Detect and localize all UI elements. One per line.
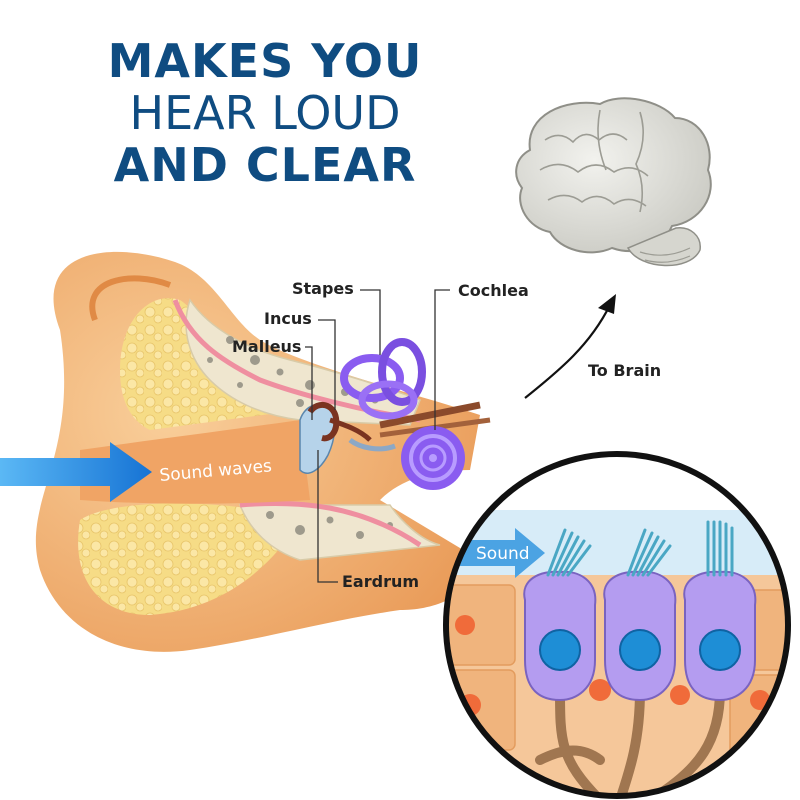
- hair-cell-magnifier: Sound: [443, 451, 791, 799]
- cochlea-illustration: [340, 338, 465, 490]
- brain-illustration: [515, 97, 712, 267]
- headline-line-2: HEAR LOUD: [129, 86, 401, 140]
- leader-lines: [305, 289, 450, 583]
- eardrum-label: Eardrum: [342, 572, 419, 591]
- headline-line-3: AND CLEAR: [113, 138, 417, 192]
- cochlea-label: Cochlea: [458, 281, 529, 300]
- stapes-label: Stapes: [292, 279, 354, 298]
- sound-label: Sound: [476, 544, 530, 564]
- incus-label: Incus: [264, 309, 312, 328]
- to-brain-arrow: [524, 304, 611, 399]
- headline-line-1: MAKES YOU: [107, 34, 423, 88]
- headline: MAKES YOU HEAR LOUD AND CLEAR: [40, 38, 490, 188]
- to-brain-label: To Brain: [588, 361, 661, 380]
- to-brain-arrowhead: [598, 294, 616, 314]
- outer-ear: [35, 251, 481, 652]
- sound-waves-arrow: [0, 442, 152, 502]
- malleus-label: Malleus: [232, 337, 301, 356]
